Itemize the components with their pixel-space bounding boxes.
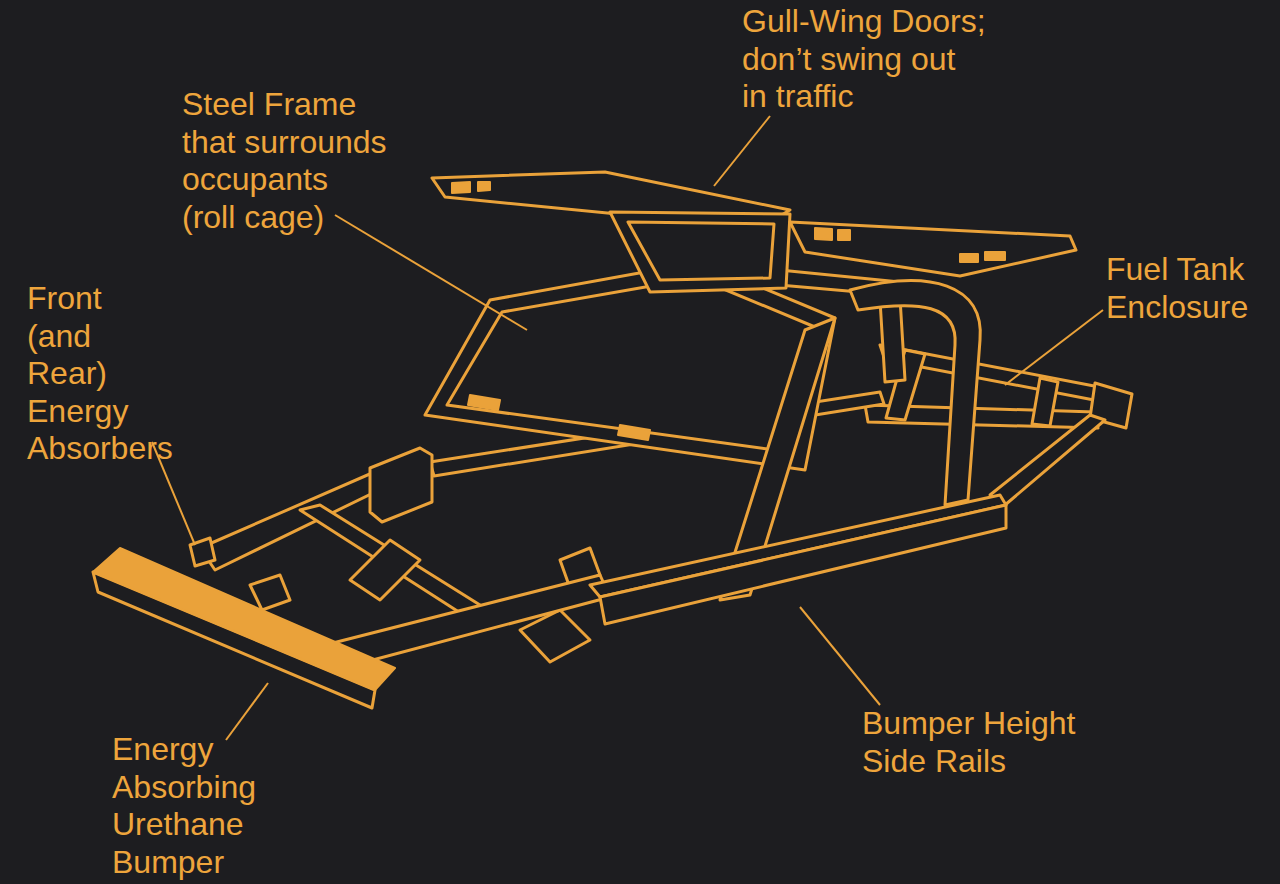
- front-bumper-top: [93, 548, 395, 690]
- leader-line: [800, 607, 880, 705]
- callout-label: Fuel Tank Enclosure: [1106, 251, 1258, 326]
- callout-label: Bumper Height Side Rails: [862, 705, 1102, 780]
- leader-line: [1005, 310, 1103, 385]
- door-tab: [452, 182, 470, 193]
- door-tab: [960, 254, 978, 262]
- door-window-frame: [610, 212, 790, 292]
- far-hoop: [880, 298, 905, 382]
- door-tab: [815, 228, 832, 240]
- frame-tab: [618, 425, 650, 440]
- door-tab: [985, 252, 1005, 260]
- side-rail: [590, 495, 1006, 597]
- front-crossmember: [300, 505, 480, 614]
- rear-rail: [990, 415, 1105, 505]
- windshield-opening: [447, 278, 815, 452]
- door-tab: [838, 230, 850, 240]
- door-window: [628, 222, 774, 280]
- roll-hoop: [850, 281, 980, 505]
- side-rail: [600, 505, 1006, 624]
- suspension-arm: [350, 540, 420, 600]
- callout-label: Front (and Rear) Energy Absorbers: [27, 280, 173, 468]
- cowl-box: [370, 448, 432, 522]
- tank-crossmember: [1032, 378, 1058, 426]
- leader-line: [335, 215, 527, 330]
- callout-label: Energy Absorbing Urethane Bumper: [112, 731, 264, 881]
- leader-line: [714, 116, 770, 186]
- callout-label: Gull-Wing Doors; don’t swing out in traf…: [742, 3, 988, 116]
- leader-line: [226, 683, 268, 740]
- suspension-mount: [250, 575, 290, 610]
- gull-wing-door: [790, 222, 1076, 276]
- frame-tab: [468, 395, 500, 410]
- callout-label: Steel Frame that surrounds occupants (ro…: [182, 86, 388, 236]
- door-tab: [478, 182, 490, 191]
